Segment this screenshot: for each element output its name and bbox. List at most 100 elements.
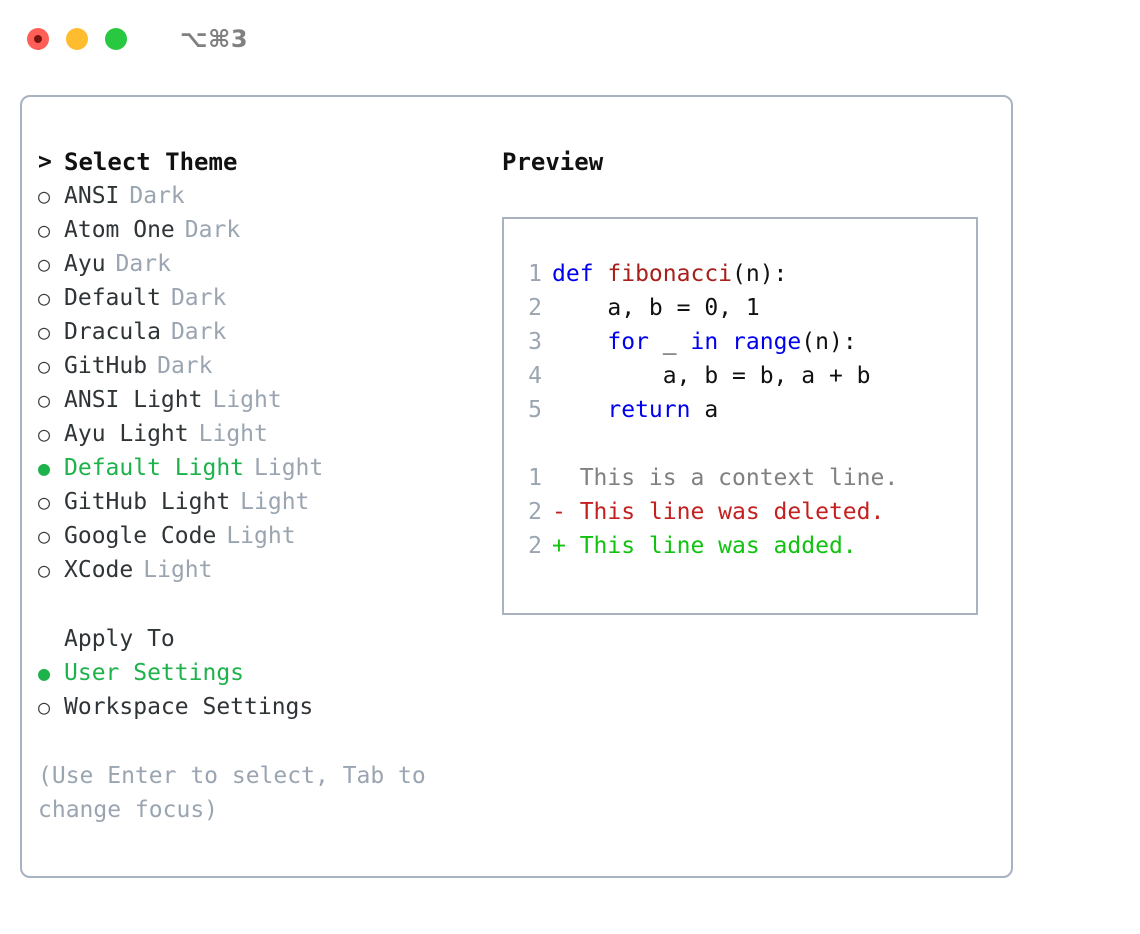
theme-name: Google Code: [64, 523, 217, 549]
theme-kind-badge: Dark: [157, 353, 213, 379]
diff-line-text: This is a context line.: [552, 465, 899, 491]
code-line-text: for _ in range(n):: [552, 325, 857, 359]
theme-kind-badge: Dark: [184, 217, 241, 243]
minimize-button[interactable]: [66, 28, 88, 50]
theme-name: GitHub: [64, 353, 148, 379]
code-diff-separator: [516, 427, 966, 461]
code-token: [552, 329, 607, 355]
radio-unselected-icon: ○: [38, 286, 51, 310]
radio-unselected-icon: ○: [38, 320, 51, 344]
radio-unselected-icon: ○: [38, 354, 51, 378]
code-token: (n):: [801, 329, 857, 355]
code-line: 2 a, b = 0, 1: [516, 291, 966, 325]
diff-line-add: 2 + This line was added.: [516, 529, 966, 563]
code-token: return: [607, 397, 691, 423]
radio-unselected-icon: ○: [38, 252, 51, 276]
window-titlebar: ⌥⌘3: [0, 0, 1140, 78]
theme-name: XCode: [64, 557, 134, 583]
code-line: 4 a, b = b, a + b: [516, 359, 966, 393]
radio-unselected-icon: ○: [38, 490, 51, 514]
code-line: 1 def fibonacci(n):: [516, 257, 966, 291]
code-line-text: a, b = b, a + b: [552, 359, 871, 393]
line-number: 3: [528, 329, 542, 355]
maximize-button[interactable]: [105, 28, 127, 50]
code-line-text: a, b = 0, 1: [552, 291, 760, 325]
code-token: [552, 397, 607, 423]
radio-selected-icon: ●: [38, 661, 51, 685]
apply-to-option[interactable]: ● User Settings: [38, 656, 468, 690]
theme-kind-badge: Light: [240, 489, 310, 515]
line-number: 4: [528, 363, 542, 389]
theme-kind-badge: Light: [198, 421, 268, 447]
theme-name: GitHub Light: [64, 489, 231, 515]
code-line: 5 return a: [516, 393, 966, 427]
close-icon: [34, 35, 42, 43]
diff-line-text: - This line was deleted.: [552, 499, 885, 525]
code-token: a, b = 0, 1: [552, 295, 760, 321]
theme-list-item[interactable]: ○ Ayu Light Light: [38, 417, 468, 451]
theme-kind-badge: Light: [254, 455, 324, 481]
theme-name: Ayu: [64, 251, 106, 277]
radio-unselected-icon: ○: [38, 184, 51, 208]
theme-name: ANSI: [64, 183, 120, 209]
code-line-text: return a: [552, 393, 718, 427]
theme-name: Default Light: [64, 455, 245, 481]
window-controls: [27, 28, 127, 50]
diff-line-text: + This line was added.: [552, 533, 857, 559]
radio-unselected-icon: ○: [38, 388, 51, 412]
select-theme-header: > Select Theme: [38, 145, 468, 179]
theme-list-item[interactable]: ○ GitHub Light Light: [38, 485, 468, 519]
line-number: 2: [528, 533, 542, 559]
line-number: 2: [528, 499, 542, 525]
apply-to-option[interactable]: ○Workspace Settings: [38, 690, 468, 724]
apply-to-header: Apply To: [38, 622, 468, 656]
line-number: 1: [528, 465, 542, 491]
radio-unselected-icon: ○: [38, 524, 51, 548]
line-number: 5: [528, 397, 542, 423]
theme-kind-badge: Light: [226, 523, 296, 549]
theme-list-item[interactable]: ○ ANSI Light Light: [38, 383, 468, 417]
code-token: a: [690, 397, 719, 423]
theme-kind-badge: Dark: [170, 319, 227, 345]
radio-selected-icon: ●: [38, 456, 51, 480]
theme-name: Atom One: [64, 217, 175, 243]
radio-unselected-icon: ○: [38, 695, 51, 719]
code-token: for: [607, 329, 649, 355]
theme-name: Ayu Light: [64, 421, 189, 447]
apply-to-label: User Settings: [64, 660, 245, 686]
theme-name: ANSI Light: [64, 387, 203, 413]
line-number: 1: [528, 261, 542, 287]
select-theme-title: Select Theme: [64, 148, 238, 176]
radio-unselected-icon: ○: [38, 558, 51, 582]
minimize-icon: [73, 35, 81, 43]
theme-name: Default: [64, 285, 161, 311]
theme-list-item[interactable]: ● Default Light Light: [38, 451, 468, 485]
theme-kind-badge: Dark: [170, 285, 227, 311]
close-button[interactable]: [27, 28, 49, 50]
apply-to-group: Apply To ● User Settings ○Workspace Settin…: [38, 622, 468, 724]
theme-list-item[interactable]: ○ Google Code Light: [38, 519, 468, 553]
code-token: in: [690, 329, 719, 355]
code-line-text: def fibonacci(n):: [552, 257, 787, 291]
theme-list-item[interactable]: ○ Default Dark: [38, 281, 468, 315]
code-token: def: [552, 261, 608, 287]
caret-icon: >: [38, 149, 52, 175]
theme-kind-badge: Dark: [115, 251, 171, 277]
preview-title: Preview: [502, 148, 604, 176]
theme-list-item[interactable]: ○ Ayu Dark: [38, 247, 468, 281]
radio-unselected-icon: ○: [38, 422, 51, 446]
theme-kind-badge: Light: [212, 387, 282, 413]
keyboard-hint-text: (Use Enter to select, Tab to change focu…: [38, 763, 440, 823]
theme-list-item[interactable]: ○ GitHub Dark: [38, 349, 468, 383]
apply-to-title: Apply To: [64, 626, 175, 652]
keyboard-shortcut-label: ⌥⌘3: [180, 25, 249, 53]
